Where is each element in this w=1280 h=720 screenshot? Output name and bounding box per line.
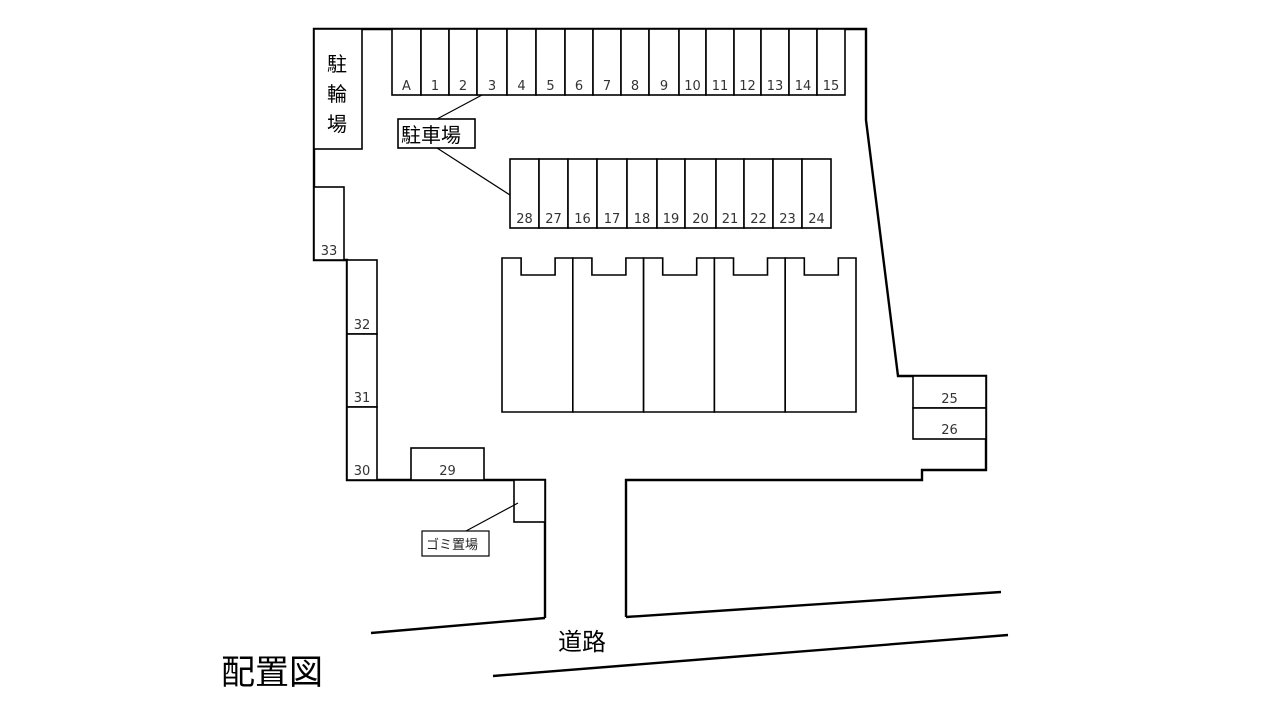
parking-space-number: 25 — [941, 392, 958, 407]
parking-space-number: 28 — [516, 212, 533, 227]
parking-space-number: 30 — [354, 464, 371, 479]
parking-space-33: 33 — [313, 186, 345, 261]
parking-space-26: 26 — [912, 407, 987, 440]
road-edge-upper-left — [370, 616, 546, 635]
parking-space-3: 3 — [476, 28, 508, 96]
parking-space-number: 6 — [575, 79, 583, 94]
parking-space-8: 8 — [620, 28, 650, 96]
parking-space-number: 2 — [459, 79, 467, 94]
parking-space-12: 12 — [733, 28, 762, 96]
parking-space-22: 22 — [743, 158, 774, 229]
parking-space-31: 31 — [346, 333, 378, 408]
parking-space-23: 23 — [772, 158, 803, 229]
parking-space-4: 4 — [506, 28, 537, 96]
parking-space-7: 7 — [592, 28, 622, 96]
building-unit — [501, 257, 574, 413]
parking-space-29: 29 — [410, 447, 485, 481]
parking-row-middle: 28 27 16 17 18 19 20 21 22 23 24 — [509, 158, 832, 229]
parking-space-number: 29 — [439, 464, 456, 479]
parking-space-14: 14 — [788, 28, 818, 96]
parking-space-number: 5 — [546, 79, 554, 94]
parking-leader-middle — [436, 147, 511, 196]
parking-space-number: 22 — [750, 212, 767, 227]
parking-space-17: 17 — [596, 158, 628, 229]
parking-space-number: 15 — [823, 79, 840, 94]
parking-space-number: 24 — [808, 212, 825, 227]
parking-space-5: 5 — [535, 28, 566, 96]
parking-row-right: 25 26 — [912, 375, 987, 440]
parking-space-number: 32 — [354, 318, 371, 333]
parking-label: 駐車場 — [397, 94, 511, 196]
parking-space-A: A — [391, 28, 422, 96]
parking-space-24: 24 — [801, 158, 832, 229]
parking-space-number: 3 — [488, 79, 496, 94]
parking-space-1: 1 — [420, 28, 450, 96]
parking-label-text: 駐車場 — [401, 123, 461, 147]
parking-space-number: 9 — [660, 79, 668, 94]
garbage-label-text: ゴミ置場 — [426, 537, 478, 553]
parking-space-25: 25 — [912, 375, 987, 409]
parking-space-9: 9 — [648, 28, 680, 96]
parking-space-number: 14 — [795, 79, 812, 94]
parking-space-32: 32 — [346, 259, 378, 335]
parking-space-13: 13 — [760, 28, 790, 96]
parking-leader-top — [436, 94, 483, 120]
parking-space-number: 10 — [684, 79, 701, 94]
parking-column-left: 33 32 31 30 — [313, 186, 378, 481]
parking-space-20: 20 — [684, 158, 717, 229]
bicycle-parking-label-1: 駐 — [327, 52, 347, 76]
parking-space-11: 11 — [705, 28, 735, 96]
parking-space-number: 18 — [634, 212, 651, 227]
parking-space-30: 30 — [346, 406, 378, 481]
parking-space-number: 1 — [431, 79, 439, 94]
parking-space-10: 10 — [678, 28, 707, 96]
parking-space-number: 4 — [517, 79, 525, 94]
parking-space-18: 18 — [626, 158, 658, 229]
parking-space-28: 28 — [509, 158, 540, 229]
road-edge-lower — [492, 633, 1009, 678]
parking-space-16: 16 — [567, 158, 598, 229]
bicycle-parking-label-3: 場 — [327, 112, 347, 136]
page-title: 配置図 — [221, 653, 323, 693]
parking-space-number: 7 — [603, 79, 611, 94]
parking-space-15: 15 — [816, 28, 846, 96]
road-label: 道路 — [558, 628, 606, 656]
parking-space-number: A — [402, 79, 411, 94]
garbage-area: ゴミ置場 — [421, 479, 546, 557]
bicycle-parking-label-2: 輪 — [327, 82, 347, 106]
building-unit — [713, 257, 786, 413]
parking-space-6: 6 — [564, 28, 594, 96]
parking-space-number: 20 — [692, 212, 709, 227]
building-unit — [642, 257, 716, 413]
parking-space-19: 19 — [656, 158, 686, 229]
building-unit — [572, 257, 645, 413]
parking-space-number: 27 — [545, 212, 562, 227]
road-edge-upper-right — [625, 590, 1002, 619]
building-unit — [784, 257, 857, 413]
parking-space-number: 8 — [631, 79, 639, 94]
garbage-leader — [465, 502, 519, 532]
parking-space-number: 26 — [941, 423, 958, 438]
parking-space-21: 21 — [715, 158, 745, 229]
bicycle-parking: 駐 輪 場 — [313, 28, 363, 150]
parking-space-number: 33 — [321, 244, 338, 259]
parking-space-number: 19 — [663, 212, 680, 227]
parking-space-number: 16 — [574, 212, 591, 227]
apartment-building — [501, 257, 857, 413]
parking-space-number: 12 — [739, 79, 756, 94]
parking-space-27: 27 — [538, 158, 569, 229]
parking-space-2: 2 — [448, 28, 478, 96]
parking-space-number: 23 — [779, 212, 796, 227]
parking-space-number: 17 — [604, 212, 621, 227]
parking-space-number: 21 — [722, 212, 739, 227]
parking-row-bottom: 29 — [410, 447, 485, 481]
parking-space-number: 11 — [712, 79, 729, 94]
parking-space-number: 31 — [354, 391, 371, 406]
parking-space-number: 13 — [767, 79, 784, 94]
